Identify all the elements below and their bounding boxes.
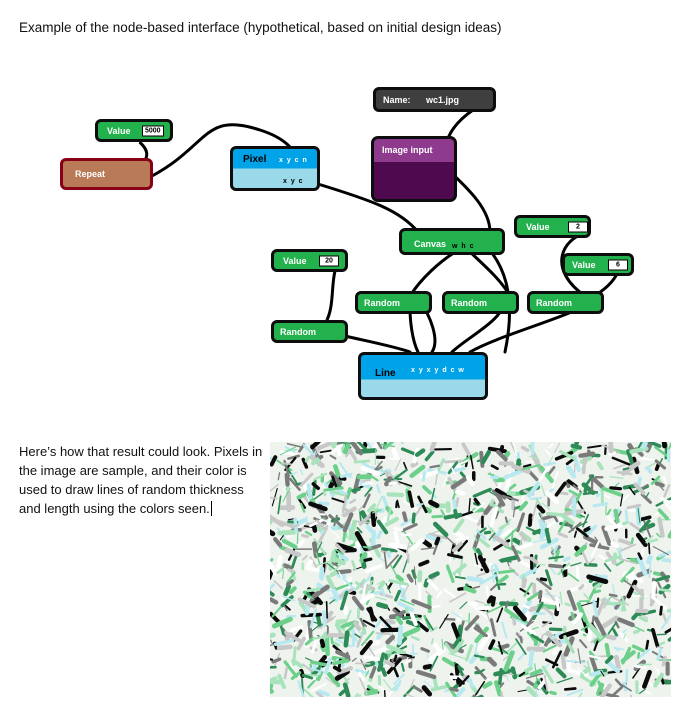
value-label: Value <box>572 259 596 270</box>
pixel-ports-top: x y c n <box>279 157 308 164</box>
value-node-20[interactable]: Value 20 <box>271 249 348 272</box>
value-label: Value <box>526 221 550 232</box>
pixel-ports-bottom: x y c <box>283 178 304 185</box>
intro-heading: Example of the node-based interface (hyp… <box>19 20 502 35</box>
result-image <box>270 442 671 697</box>
random-node-1[interactable]: Random <box>355 291 432 314</box>
value-node-5000[interactable]: Value 5000 <box>95 119 173 142</box>
name-label: Name: <box>383 94 411 105</box>
result-description: Here’s how that result could look. Pixel… <box>19 442 265 518</box>
repeat-node[interactable]: Repeat <box>60 158 153 190</box>
line-label: Line <box>375 368 396 379</box>
random-node-4[interactable]: Random <box>271 320 348 343</box>
wire-canvas-random1 <box>408 246 464 298</box>
text-cursor <box>210 501 212 516</box>
canvas-node[interactable]: Canvas w h c <box>399 228 505 255</box>
wire-pixel-canvas <box>316 182 420 234</box>
image-input-node[interactable]: Image input <box>371 136 457 202</box>
canvas-label: Canvas <box>414 239 447 249</box>
filename-field[interactable]: wc1.jpg <box>426 94 460 105</box>
value-label: Value <box>107 125 131 136</box>
pixel-node[interactable]: Pixel x y c n x y c <box>230 146 320 191</box>
image-input-label: Image input <box>382 145 433 155</box>
line-ports: x y x y d c w <box>411 367 465 374</box>
random-label: Random <box>364 297 400 308</box>
repeat-label: Repeat <box>75 169 106 179</box>
value-field[interactable]: 6 <box>608 259 628 270</box>
value-field[interactable]: 20 <box>319 255 339 266</box>
random-line-mosaic <box>270 442 671 697</box>
random-label: Random <box>451 297 487 308</box>
value-label: Value <box>283 255 307 266</box>
value-field[interactable]: 5000 <box>142 125 164 136</box>
name-node[interactable]: Name: wc1.jpg <box>373 87 496 112</box>
random-label: Random <box>280 326 316 337</box>
random-node-3[interactable]: Random <box>527 291 604 314</box>
pixel-label: Pixel <box>243 154 267 165</box>
value-node-2[interactable]: Value 2 <box>514 215 591 238</box>
random-label: Random <box>536 297 572 308</box>
value-node-6[interactable]: Value 6 <box>562 253 634 276</box>
canvas-ports: w h c <box>452 243 475 250</box>
random-node-2[interactable]: Random <box>442 291 519 314</box>
line-node[interactable]: Line x y x y d c w <box>358 352 488 400</box>
value-field[interactable]: 2 <box>568 221 588 232</box>
wire-random1-line <box>408 306 420 354</box>
result-description-text: Here’s how that result could look. Pixel… <box>19 444 263 516</box>
